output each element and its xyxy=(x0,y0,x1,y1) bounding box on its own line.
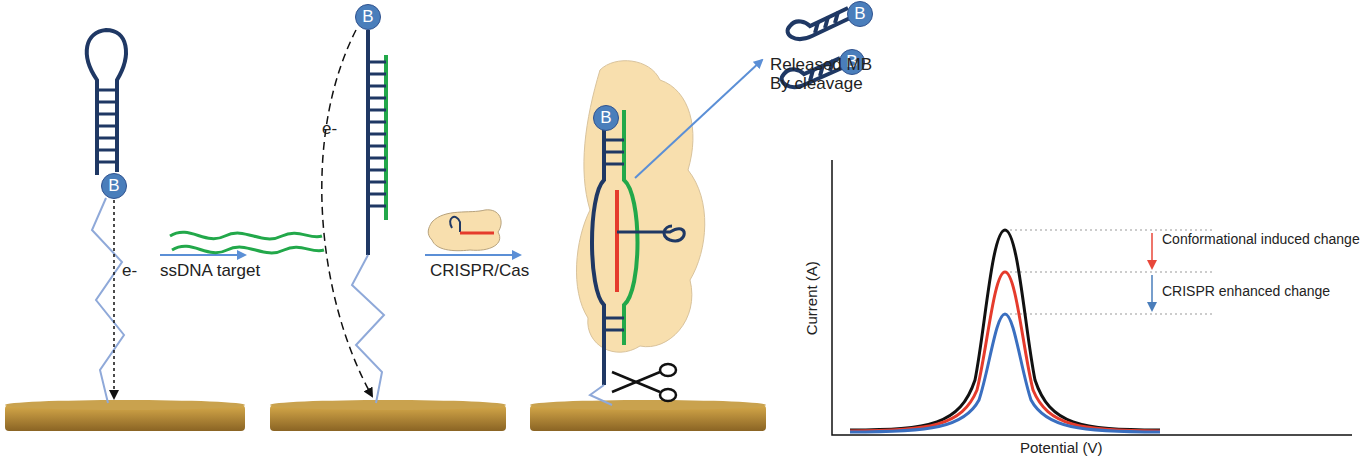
voltammogram xyxy=(832,160,1352,435)
linker xyxy=(352,255,384,403)
text-label: e- xyxy=(122,262,137,281)
ssdna-target xyxy=(170,232,324,253)
scissors xyxy=(612,364,676,401)
hairpin-probe xyxy=(87,30,126,175)
text-label: CRISPR enhanced change xyxy=(1162,284,1330,299)
text-label: e- xyxy=(322,120,337,139)
node-text: B xyxy=(108,176,119,196)
step-arrow xyxy=(160,254,245,256)
text-label: Potential (V) xyxy=(1020,440,1103,457)
text-label: Released MB By cleavage xyxy=(770,56,885,93)
label-circle: B xyxy=(101,173,127,199)
label-circle: B xyxy=(355,4,381,30)
linker xyxy=(92,198,124,403)
node-text: B xyxy=(854,4,865,24)
electron-arrow xyxy=(322,30,372,396)
text-label: Conformational induced change xyxy=(1162,232,1360,247)
text-label: ssDNA target xyxy=(160,262,260,281)
cas-complex xyxy=(576,61,704,385)
label-circle: B xyxy=(847,1,873,27)
step-arrow xyxy=(635,60,762,178)
duplex-probe xyxy=(368,30,386,255)
label-circle: B xyxy=(593,105,619,131)
cas-icon xyxy=(428,210,501,251)
gold-electrode xyxy=(5,400,766,431)
axis-label: Current (A) xyxy=(804,261,821,335)
node-text: B xyxy=(362,7,373,27)
electron-arrow xyxy=(113,200,115,398)
text-label: CRISPR/Cas xyxy=(430,262,529,281)
linker xyxy=(590,385,612,405)
node-text: B xyxy=(600,108,611,128)
step-arrow xyxy=(425,254,520,256)
